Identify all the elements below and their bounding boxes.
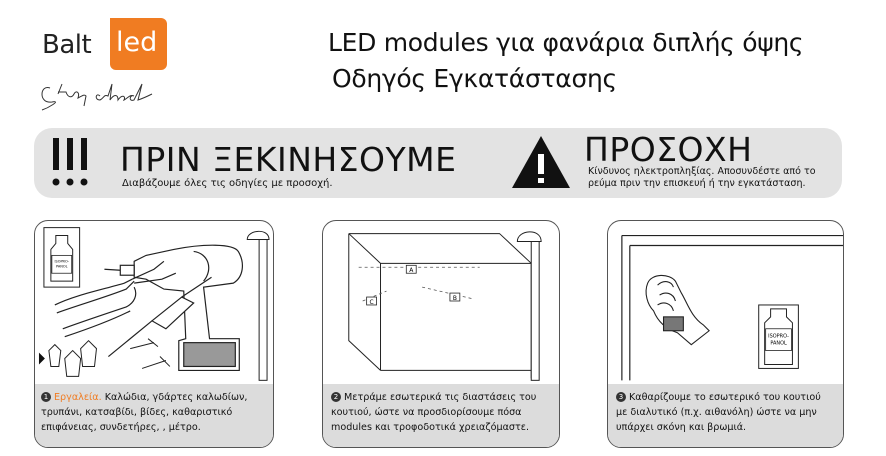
bottle-label-line1: ISOPRO-: [55, 259, 70, 263]
step-1-text-line2: τρυπάνι, κατσαβίδι, βίδες, καθαριστικό: [41, 407, 233, 418]
caution-heading: ΠΡΟΣΟΧΗ: [584, 130, 753, 169]
step-1-text-line3: επιφάνειας, συνδετήρες, , μέτρο.: [41, 422, 201, 433]
isopropanol-bottle-icon: ISOPRO- PANOL: [43, 227, 81, 288]
connectors-icon: [48, 338, 171, 377]
tape-measure-icon: [516, 231, 542, 381]
logo-tagline-signature: [41, 83, 153, 111]
caution-text-line1: Κίνδυνος ηλεκτροπληξίας. Αποσυνδέστε από…: [588, 166, 816, 177]
caution-text-line2: ρεύμα πριν την επισκευή ή την εγκατάστασ…: [588, 178, 806, 189]
bottle-label-line2: PANOL: [770, 341, 787, 347]
step-2-number: 2: [331, 392, 341, 402]
box-measurement-illustration: A C B: [348, 231, 542, 381]
dimension-c-label: C: [370, 299, 374, 306]
dimension-a-label: A: [409, 267, 414, 274]
document-title: LED modules για φανάρια διπλής όψης: [328, 28, 804, 57]
step-2-text-line2: κουτιού, ώστε να προσδιορίσουμε πόσα: [331, 407, 522, 418]
step-1-lead: Εργαλεία.: [54, 392, 102, 403]
notice-banner: ΠΡΙΝ ΞΕΚΙΝΗΣΟΥΜΕ Διαβάζουμε όλες τις οδη…: [34, 128, 842, 198]
cleaning-illustration: ISOPRO- PANOL: [621, 234, 843, 381]
step-1-panel: ISOPRO- PANOL: [34, 220, 274, 448]
step-1-number: 1: [41, 392, 51, 402]
step-3-text-line3: υπάρχει σκόνη και βρωμιά.: [616, 422, 747, 433]
step-3-text-line1: Καθαρίζουμε το εσωτερικό του κουτιού: [629, 392, 821, 403]
tools-illustration: ISOPRO- PANOL: [38, 227, 270, 381]
exclamation-icon: [52, 138, 88, 186]
warning-triangle-icon: [512, 136, 570, 188]
caution-text: Κίνδυνος ηλεκτροπληξίας. Αποσυνδέστε από…: [588, 166, 838, 190]
corner-marker-icon: [38, 352, 45, 365]
tape-measure-icon: [246, 230, 270, 381]
step-3-number: 3: [616, 392, 626, 402]
document-subtitle: Οδηγός Εγκατάστασης: [332, 64, 617, 93]
before-start-text: Διαβάζουμε όλες τις οδηγίες με προσοχή.: [122, 178, 333, 189]
brand-logo: Balt led: [38, 14, 188, 114]
bottle-label-line1: ISOPRO-: [768, 334, 789, 340]
dimension-b-label: B: [453, 295, 457, 302]
screwdriver-icon: [108, 276, 212, 357]
logo-badge-led: led: [110, 18, 167, 70]
step-3-text-line2: με διαλυτικό (π.χ. αιθανόλη) ώστε να μην: [616, 407, 817, 418]
step-1-text-line1: Καλώδια, γδάρτες καλωδίων,: [101, 392, 248, 403]
cleaning-hand-icon: [645, 274, 710, 346]
step-2-text-line3: modules και τροφοδοτικά χρειαζόμαστε.: [331, 422, 529, 433]
isopropanol-bottle-icon: ISOPRO- PANOL: [758, 304, 799, 369]
logo-text-balt: Balt: [42, 30, 92, 60]
step-2-text-line1: Μετράμε εσωτερικά τις διαστάσεις του: [344, 392, 537, 403]
logo-text-led: led: [116, 27, 158, 58]
bottle-label-line2: PANOL: [56, 264, 68, 268]
wire-stripper-icon: [54, 260, 177, 338]
before-start-heading: ΠΡΙΝ ΞΕΚΙΝΗΣΟΥΜΕ: [120, 140, 457, 179]
